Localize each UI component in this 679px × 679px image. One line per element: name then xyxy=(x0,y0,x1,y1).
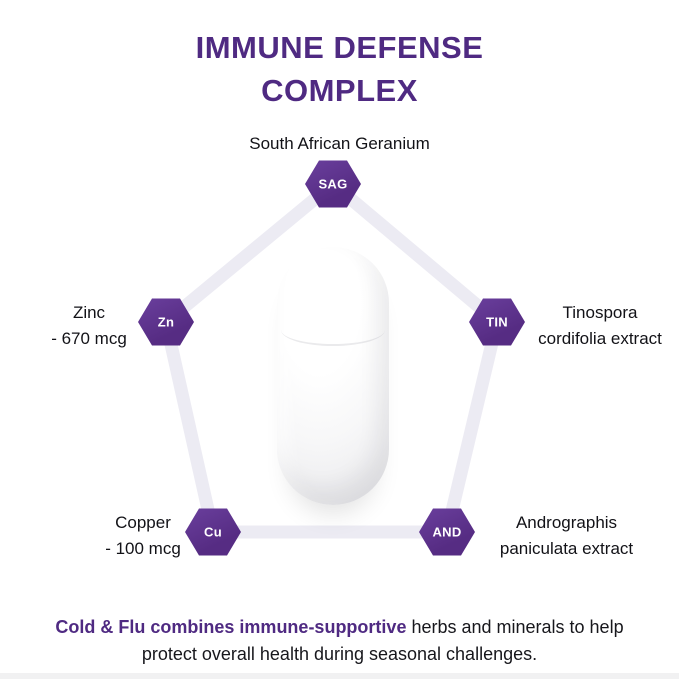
label-south-african-geranium: South African Geranium xyxy=(0,131,679,157)
label-zn-line-2: - 670 mcg xyxy=(51,329,127,348)
badge-cu-label: Cu xyxy=(204,524,222,540)
badge-sag: SAG xyxy=(305,160,361,208)
label-andrographis: Andrographis paniculata extract xyxy=(474,510,659,562)
label-sag-line-1: South African Geranium xyxy=(249,134,430,153)
label-zn-line-1: Zinc xyxy=(72,303,106,322)
footer-regular-text: herbs and minerals to help protect overa… xyxy=(141,617,624,664)
capsule-image xyxy=(277,247,389,505)
bottom-edge-strip xyxy=(0,673,679,679)
badge-and-label: AND xyxy=(432,524,462,540)
footer-bold-text: Cold & Flu combines immune-supportive xyxy=(55,617,407,637)
badge-zn: Zn xyxy=(138,298,194,346)
label-tin-line-1: Tinospora xyxy=(562,303,638,322)
title-line-2: COMPLEX xyxy=(261,73,418,108)
badge-zn-label: Zn xyxy=(157,314,175,330)
badge-sag-label: SAG xyxy=(318,176,348,192)
label-zinc: Zinc - 670 mcg xyxy=(26,300,152,352)
label-and-line-1: Andrographis xyxy=(515,513,618,532)
label-tinospora: Tinospora cordifolia extract xyxy=(520,300,679,352)
label-cu-line-2: - 100 mcg xyxy=(105,539,181,558)
footer-copy: Cold & Flu combines immune-supportive he… xyxy=(0,614,679,668)
label-copper: Copper - 100 mcg xyxy=(78,510,208,562)
badge-tin-label: TIN xyxy=(486,314,508,330)
label-cu-line-1: Copper xyxy=(115,513,171,532)
footer-paragraph: Cold & Flu combines immune-supportive he… xyxy=(40,614,640,668)
title-line-1: IMMUNE DEFENSE xyxy=(195,30,484,65)
page-title: IMMUNE DEFENSE COMPLEX xyxy=(0,26,679,112)
pentagon-shape xyxy=(159,177,504,539)
label-and-line-2: paniculata extract xyxy=(499,539,634,558)
label-tin-line-2: cordifolia extract xyxy=(538,329,662,348)
